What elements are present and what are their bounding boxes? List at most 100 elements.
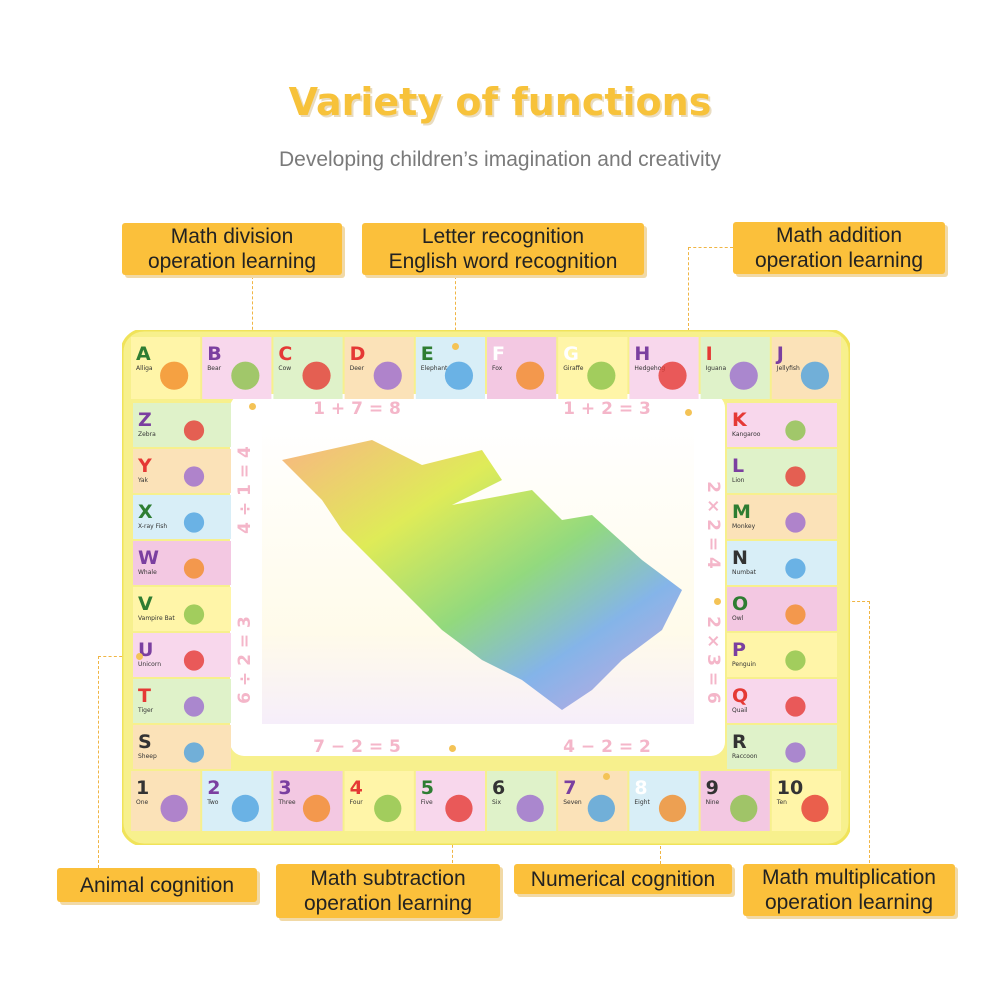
left-col-picture xyxy=(183,742,205,763)
right-col-picture xyxy=(785,650,806,671)
bottom-row-word: Six xyxy=(492,799,501,806)
top-row-picture xyxy=(231,361,260,390)
right-col-picture xyxy=(785,696,806,717)
bottom-row-word: Seven xyxy=(563,799,582,806)
right-col-letter: R xyxy=(732,731,747,753)
top-row-picture xyxy=(800,361,830,390)
label-numerical-cognition: Numerical cognition xyxy=(514,864,732,894)
dot-animal xyxy=(136,653,143,660)
left-col-word: Whale xyxy=(138,569,157,576)
top-row-letter: E xyxy=(421,343,434,365)
top-row-letter: H xyxy=(634,343,650,365)
right-col-word: Penguin xyxy=(732,661,756,668)
bottom-row-word: Four xyxy=(350,799,364,806)
right-col-word: Quail xyxy=(732,707,748,714)
left-col-word: Zebra xyxy=(138,431,156,438)
dot-subtraction xyxy=(449,745,456,752)
bottom-row-word: Five xyxy=(421,799,433,806)
bottom-row-letter: 9 xyxy=(706,777,719,799)
paint-stroke xyxy=(282,440,682,710)
bottom-row-picture xyxy=(801,794,829,823)
top-row-letter: G xyxy=(563,343,579,365)
top-row-word: Jellyfish xyxy=(776,365,800,372)
top-row-letter: D xyxy=(350,343,366,365)
bottom-row-picture xyxy=(445,794,473,823)
right-col-letter: L xyxy=(732,455,744,477)
leader-addition xyxy=(688,247,733,248)
leader-letter xyxy=(455,276,456,346)
top-row-picture xyxy=(302,361,331,390)
right-col-picture xyxy=(785,604,806,625)
bottom-row-word: Two xyxy=(206,799,219,806)
left-col-tile: XX-ray Fish xyxy=(133,495,231,539)
equation-bottom-left: 7 − 2 = 5 xyxy=(313,737,401,757)
label-animal-cognition: Animal cognition xyxy=(57,868,257,902)
top-row-picture xyxy=(444,361,474,390)
right-col-picture xyxy=(785,742,806,763)
bottom-row-picture xyxy=(730,794,758,823)
right-col-picture xyxy=(785,512,806,533)
right-col-word: Raccoon xyxy=(732,753,758,760)
bottom-row-letter: 3 xyxy=(278,777,291,799)
top-row-picture xyxy=(729,361,758,390)
equation-right-bottom: 2 × 3 = 6 xyxy=(703,616,723,704)
right-col-letter: M xyxy=(732,501,751,523)
top-row-letter: A xyxy=(136,343,151,365)
equation-bottom-right: 4 − 2 = 2 xyxy=(563,737,651,757)
left-col-word: Sheep xyxy=(138,753,157,760)
drawing-mat: AAlligaBBearCCowDDeerEElephantFFoxGGiraf… xyxy=(122,330,850,845)
dot-letter xyxy=(452,343,459,350)
right-col-letter: O xyxy=(732,593,748,615)
top-row-word: Cow xyxy=(278,365,291,372)
bottom-row-picture xyxy=(516,794,544,823)
equation-left-bottom: 6 ÷ 2 = 3 xyxy=(235,616,255,704)
bottom-row-letter: 8 xyxy=(634,777,647,799)
bottom-row-letter: 7 xyxy=(563,777,576,799)
bottom-row-word: One xyxy=(136,799,149,806)
left-col-picture xyxy=(183,512,205,533)
leader-multiplication-v xyxy=(869,601,870,863)
bottom-row-word: Nine xyxy=(706,799,720,806)
bottom-row-picture xyxy=(658,794,687,823)
right-col-letter: Q xyxy=(732,685,748,707)
page-subtitle: Developing children’s imagination and cr… xyxy=(278,148,722,171)
top-row-letter: J xyxy=(775,343,784,365)
bottom-row-letter: 4 xyxy=(350,777,363,799)
bottom-row-word: Eight xyxy=(634,799,650,806)
top-row-word: Alliga xyxy=(136,365,153,372)
top-row-letter: F xyxy=(492,343,505,365)
bottom-row-letter: 5 xyxy=(421,777,434,799)
equation-top-left: 1 + 7 = 8 xyxy=(313,399,401,419)
left-col-word: Yak xyxy=(137,477,149,484)
right-col-letter: P xyxy=(732,639,746,661)
bottom-row-letter: 1 xyxy=(136,777,149,799)
label-math-multiplication: Math multiplication operation learning xyxy=(743,864,955,916)
right-col-picture xyxy=(785,466,806,487)
bottom-row-picture xyxy=(374,794,402,823)
left-col-letter: S xyxy=(138,731,152,753)
bottom-row-picture xyxy=(160,794,188,823)
right-col-letter: N xyxy=(732,547,748,569)
right-col-word: Kangaroo xyxy=(732,431,761,438)
label-math-division: Math division operation learning xyxy=(122,223,342,275)
label-letter-recognition: Letter recognition English word recognit… xyxy=(362,223,644,275)
bottom-row-picture xyxy=(231,794,259,823)
